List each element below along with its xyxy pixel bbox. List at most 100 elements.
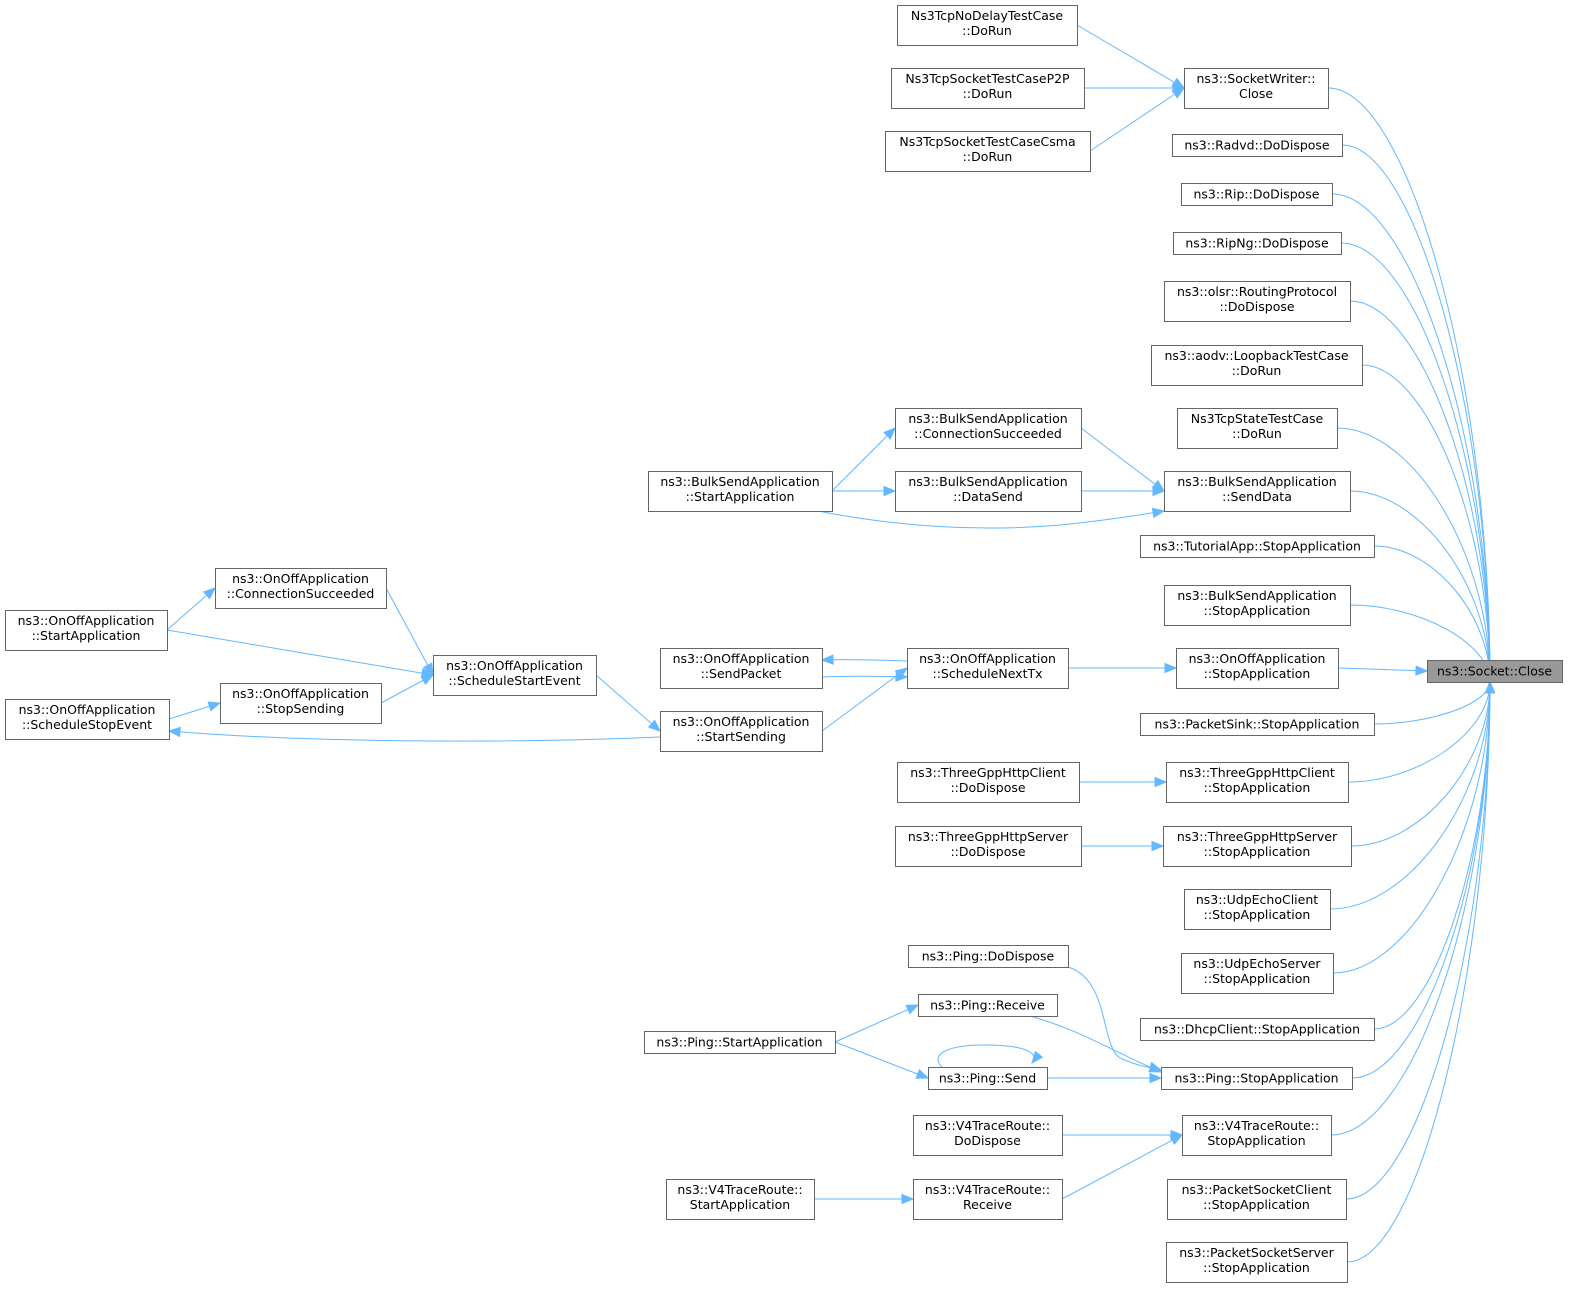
node-tcpstate[interactable]: Ns3TcpStateTestCase::DoRun [1177,408,1338,449]
node-label: ::StopApplication [1203,1197,1310,1212]
edge-line [1029,1015,1162,1073]
call-edge [1337,665,1429,676]
node-ping-stop[interactable]: ns3::Ping::StopApplication [1161,1067,1353,1090]
node-label: ::StopApplication [1204,907,1311,922]
node-label: ns3::BulkSendApplication [660,474,819,489]
node-label: ns3::V4TraceRoute:: [677,1182,802,1197]
node-v4-recv[interactable]: ns3::V4TraceRoute::Receive [913,1179,1063,1220]
node-box [648,471,833,512]
node-box [897,5,1078,46]
node-label: ::StopApplication [1204,666,1311,681]
node-label: ns3::OnOffApplication [919,651,1056,666]
edge-line [1373,681,1491,725]
node-radvd[interactable]: ns3::Radvd::DoDispose [1172,134,1343,157]
node-ooa-sp[interactable]: ns3::OnOffApplication::SendPacket [660,648,823,689]
node-label: ::ScheduleStopEvent [22,717,152,732]
edge-arrowhead [422,662,434,677]
node-hs-dd[interactable]: ns3::ThreeGppHttpServer::DoDispose [895,826,1082,867]
node-label: ns3::Ping::Send [939,1071,1036,1086]
node-bsa-ds[interactable]: ns3::BulkSendApplication::DataSend [895,471,1082,512]
node-ping-dd[interactable]: ns3::Ping::DoDispose [908,945,1069,968]
node-olsr[interactable]: ns3::olsr::RoutingProtocol::DoDispose [1164,281,1351,322]
node-tut[interactable]: ns3::TutorialApp::StopApplication [1140,535,1375,558]
node-box [666,1179,815,1220]
node-bsa-cs[interactable]: ns3::BulkSendApplication::ConnectionSucc… [895,408,1082,449]
call-edge [380,674,435,704]
node-uec[interactable]: ns3::UdpEchoClient::StopApplication [1184,889,1331,930]
node-ripng[interactable]: ns3::RipNg::DoDispose [1173,232,1342,255]
node-sw[interactable]: ns3::SocketWriter::Close [1184,68,1329,109]
edge-line [1337,667,1428,672]
edge-arrowhead [647,719,661,732]
edge-line [1347,681,1491,783]
call-edge [1061,1134,1184,1200]
edge-line [1080,427,1165,492]
node-aodv[interactable]: ns3::aodv::LoopbackTestCase::DoRun [1151,345,1363,386]
node-bsa-stop[interactable]: ns3::BulkSendApplication::StopApplicatio… [1164,585,1351,626]
node-v4-start[interactable]: ns3::V4TraceRoute::StartApplication [666,1179,815,1220]
node-box [1161,1067,1353,1090]
node-label: ::DoRun [963,86,1013,101]
node-ping-send[interactable]: ns3::Ping::Send [928,1067,1048,1090]
edge-line [1373,681,1491,1030]
node-label: ns3::ThreeGppHttpServer [908,829,1069,844]
node-ooa-sste[interactable]: ns3::OnOffApplication::ScheduleStopEvent [5,699,170,740]
node-label: ::DoDispose [1219,299,1294,314]
call-edge [834,1041,930,1079]
node-box [913,1115,1063,1156]
node-ooa-stopsend[interactable]: ns3::OnOffApplication::StopSending [220,683,382,724]
node-ping-start[interactable]: ns3::Ping::StartApplication [644,1031,836,1054]
node-ooa-ss[interactable]: ns3::OnOffApplication::StartSending [660,711,823,752]
node-ooa-start[interactable]: ns3::OnOffApplication::StartApplication [5,610,168,651]
node-label: ::StopApplication [1204,780,1311,795]
node-label: ::DoRun [962,23,1012,38]
node-hc-dd[interactable]: ns3::ThreeGppHttpClient::DoDispose [897,762,1080,803]
node-label: ns3::PacketSink::StopApplication [1155,717,1360,732]
node-pss[interactable]: ns3::PacketSocketServer::StopApplication [1166,1242,1348,1283]
node-v4-dd[interactable]: ns3::V4TraceRoute::DoDispose [913,1115,1063,1156]
node-hs-stop[interactable]: ns3::ThreeGppHttpServer::StopApplication [1163,826,1352,867]
node-ooa-sse[interactable]: ns3::OnOffApplication::ScheduleStartEven… [433,655,597,696]
node-rip[interactable]: ns3::Rip::DoDispose [1181,183,1333,206]
node-dhcp[interactable]: ns3::DhcpClient::StopApplication [1140,1018,1375,1041]
node-ping-recv[interactable]: ns3::Ping::Receive [918,994,1058,1017]
node-v4-stop[interactable]: ns3::V4TraceRoute::StopApplication [1182,1115,1332,1156]
node-label: Close [1239,86,1273,101]
edge-arrowhead [883,427,896,440]
edge-line [1373,545,1491,683]
edge-line [1350,681,1491,847]
node-bsa-sd[interactable]: ns3::BulkSendApplication::SendData [1164,471,1351,512]
edge-line [1345,681,1491,1200]
call-edge [1373,680,1496,725]
node-sink[interactable]: ns3::PacketSink::StopApplication [1140,713,1375,736]
node-p2p[interactable]: Ns3TcpSocketTestCaseP2P::DoRun [891,68,1085,109]
node-hc-stop[interactable]: ns3::ThreeGppHttpClient::StopApplication [1166,762,1349,803]
node-box [1182,1115,1332,1156]
node-ooa-stop[interactable]: ns3::OnOffApplication::StopApplication [1176,648,1339,689]
node-ues[interactable]: ns3::UdpEchoServer::StopApplication [1181,953,1334,994]
node-ooa-snt[interactable]: ns3::OnOffApplication::ScheduleNextTx [907,648,1069,689]
node-nodelay[interactable]: Ns3TcpNoDelayTestCase::DoRun [897,5,1078,46]
edge-arrowhead [1171,87,1186,99]
node-label: ns3::BulkSendApplication [908,411,1067,426]
node-label: ns3::UdpEchoServer [1193,956,1321,971]
node-label: ns3::OnOffApplication [232,571,369,586]
edge-arrowhead [1169,1134,1184,1146]
node-label: ns3::Ping::StartApplication [656,1035,822,1050]
node-box [1164,471,1351,512]
call-edge [167,726,661,742]
node-label: DoDispose [954,1133,1021,1148]
node-close[interactable]: ns3::Socket::Close [1427,660,1563,683]
node-csma[interactable]: Ns3TcpSocketTestCaseCsma::DoRun [885,131,1091,172]
edge-arrowhead [1031,1050,1044,1065]
node-bsa-start[interactable]: ns3::BulkSendApplication::StartApplicati… [648,471,833,512]
node-ooa-cs[interactable]: ns3::OnOffApplication::ConnectionSucceed… [215,568,387,609]
edge-line [1340,242,1491,683]
node-label: ::StopApplication [1204,844,1311,859]
node-box [644,1031,836,1054]
node-label: ns3::Radvd::DoDispose [1184,138,1330,153]
call-edge [1089,87,1186,152]
call-edge [1079,776,1168,788]
node-psc[interactable]: ns3::PacketSocketClient::StopApplication [1167,1179,1347,1220]
node-box [1181,953,1334,994]
